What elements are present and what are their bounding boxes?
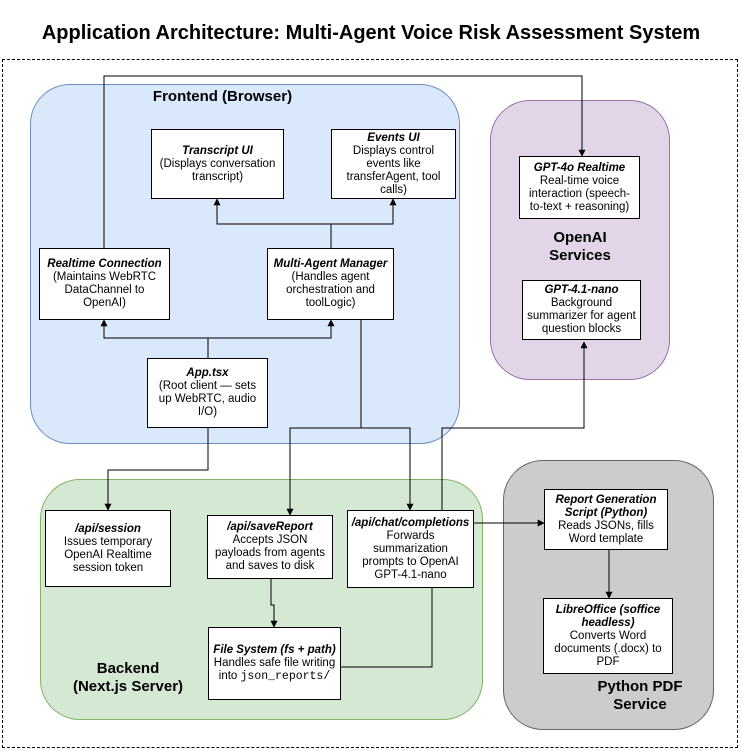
api-save-report-node: /api/saveReport Accepts JSON payloads fr… — [207, 515, 333, 579]
app-tsx-node: App.tsx (Root client — sets up WebRTC, a… — [147, 358, 268, 428]
gpt41-nano-node: GPT-4.1-nano Background summarizer for a… — [522, 280, 641, 340]
events-ui-node: Events UI Displays control events like t… — [331, 129, 456, 199]
file-system-node: File System (fs + path) Handles safe fil… — [208, 627, 341, 700]
multi-agent-manager-node: Multi-Agent Manager (Handles agent orche… — [267, 248, 394, 320]
api-chat-completions-node: /api/chat/completions Forwards summariza… — [347, 510, 474, 588]
gpt4o-realtime-node: GPT-4o Realtime Real-time voice interact… — [519, 156, 640, 219]
report-generation-node: Report Generation Script (Python) Reads … — [544, 489, 668, 550]
diagram-title: Application Architecture: Multi-Agent Vo… — [41, 22, 701, 44]
outer-boundary — [2, 59, 738, 748]
transcript-ui-node: Transcript UI (Displays conversation tra… — [151, 129, 284, 199]
libreoffice-node: LibreOffice (soffice headless) Converts … — [543, 598, 673, 674]
frontend-label: Frontend (Browser) — [152, 88, 293, 105]
backend-label: Backend(Next.js Server) — [72, 660, 184, 695]
api-session-node: /api/session Issues temporary OpenAI Rea… — [45, 510, 171, 587]
realtime-connection-node: Realtime Connection (Maintains WebRTC Da… — [39, 248, 170, 320]
